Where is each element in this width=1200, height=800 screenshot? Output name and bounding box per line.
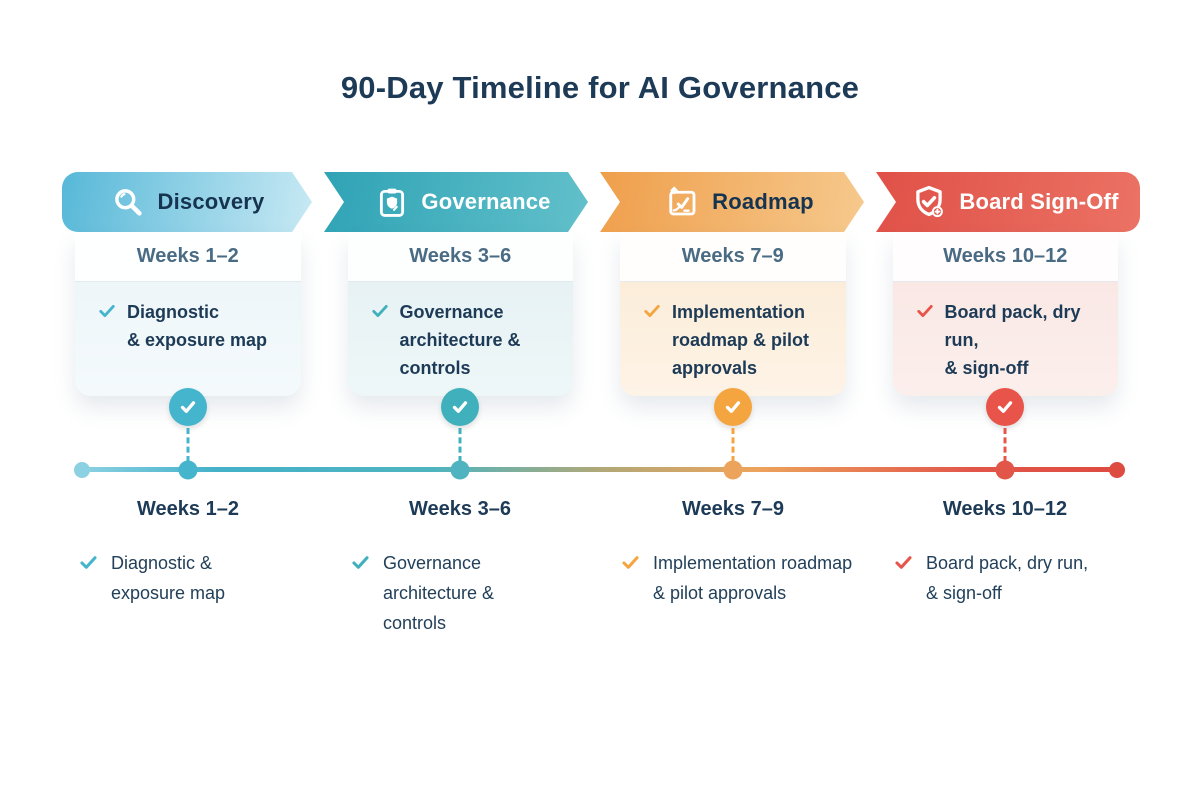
dashed-connector	[731, 428, 735, 462]
card-weeks-label: Weeks 1–2	[75, 232, 301, 282]
dashed-connector	[1003, 428, 1007, 462]
dashed-connector	[458, 428, 462, 462]
summary-item-board-sign-off: Board pack, dry run, & sign-off	[893, 548, 1088, 608]
phase-header-label: Governance	[421, 189, 551, 214]
check-icon	[97, 301, 117, 396]
phase-header-discovery: Discovery	[62, 172, 312, 232]
milestone-check-badge	[168, 388, 207, 426]
timeline-start-dot	[74, 462, 90, 478]
card-task-text: Board pack, dry run, & sign-off	[944, 302, 1081, 378]
milestone-check-badge	[986, 388, 1025, 426]
check-icon	[642, 301, 662, 396]
check-icon	[893, 552, 914, 578]
magnifier-icon	[110, 184, 146, 220]
dashed-connector	[186, 428, 190, 462]
phase-header-label: Discovery	[157, 189, 265, 214]
page-title: 90-Day Timeline for AI Governance	[340, 70, 860, 105]
card-weeks-label: Weeks 3–6	[347, 232, 573, 282]
phase-header-roadmap: Roadmap	[600, 172, 864, 232]
map-check-icon	[664, 184, 700, 220]
summary-item-governance: Governance architecture & controls	[350, 548, 494, 638]
card-body: Governance architecture & controls	[347, 282, 573, 396]
card-body: Diagnostic & exposure map	[75, 282, 301, 396]
clipboard-shield-icon	[375, 185, 409, 219]
card-weeks-label: Weeks 7–9	[620, 232, 846, 282]
card-task-text: Diagnostic & exposure map	[127, 302, 268, 350]
phase-header-label: Roadmap	[712, 189, 814, 214]
phase-header-governance: Governance	[324, 172, 588, 232]
summary-task-text: Implementation roadmap & pilot approvals	[653, 553, 853, 603]
summary-item-discovery: Diagnostic & exposure map	[78, 548, 225, 608]
check-icon	[620, 552, 641, 578]
summary-weeks-label: Weeks 10–12	[942, 498, 1068, 520]
summary-task-text: Governance architecture & controls	[383, 553, 495, 633]
phase-card: Weeks 7–9 Implementation roadmap & pilot…	[620, 232, 846, 426]
phase-header-row: Discovery Governance	[62, 172, 1140, 232]
phase-card: Weeks 1–2 Diagnostic & exposure map	[75, 232, 301, 426]
phase-card: Weeks 10–12 Board pack, dry run, & sign-…	[892, 232, 1118, 426]
summary-item-roadmap: Implementation roadmap & pilot approvals	[620, 548, 852, 608]
milestone-check-badge	[713, 388, 752, 426]
summary-task-text: Board pack, dry run, & sign-off	[926, 553, 1089, 603]
check-icon	[350, 552, 371, 578]
phase-header-label: Board Sign-Off	[959, 189, 1119, 214]
timeline-axis	[82, 467, 1117, 472]
phase-column-board-sign-off: Weeks 10–12 Board pack, dry run, & sign-…	[880, 232, 1141, 426]
timeline-end-dot	[1109, 462, 1125, 478]
phase-card: Weeks 3–6 Governance architecture & cont…	[347, 232, 573, 426]
milestone-check-badge	[441, 388, 480, 426]
phase-column-discovery: Weeks 1–2 Diagnostic & exposure map	[62, 232, 323, 426]
check-icon	[915, 301, 935, 396]
phase-column-governance: Weeks 3–6 Governance architecture & cont…	[335, 232, 596, 426]
check-icon	[370, 301, 390, 396]
timeline-node-dot	[723, 460, 743, 480]
timeline-node-dot	[450, 460, 470, 480]
summary-weeks-label: Weeks 1–2	[137, 498, 239, 520]
timeline-node-dot	[178, 460, 198, 480]
shield-check-icon	[911, 184, 947, 220]
summary-weeks-label: Weeks 7–9	[682, 498, 784, 520]
summary-weeks-label: Weeks 3–6	[409, 498, 511, 520]
summary-task-text: Diagnostic & exposure map	[111, 553, 226, 603]
card-task-text: Governance architecture & controls	[399, 302, 521, 378]
timeline-node-dot	[995, 460, 1015, 480]
card-body: Implementation roadmap & pilot approvals	[620, 282, 846, 396]
phase-header-board-sign-off: Board Sign-Off	[876, 172, 1140, 232]
phase-column-roadmap: Weeks 7–9 Implementation roadmap & pilot…	[607, 232, 868, 426]
check-icon	[78, 552, 99, 578]
card-weeks-label: Weeks 10–12	[892, 232, 1118, 282]
phase-cards-row: Weeks 1–2 Diagnostic & exposure map Week…	[62, 232, 1141, 426]
card-body: Board pack, dry run, & sign-off	[892, 282, 1118, 396]
card-task-text: Implementation roadmap & pilot approvals	[672, 302, 810, 378]
